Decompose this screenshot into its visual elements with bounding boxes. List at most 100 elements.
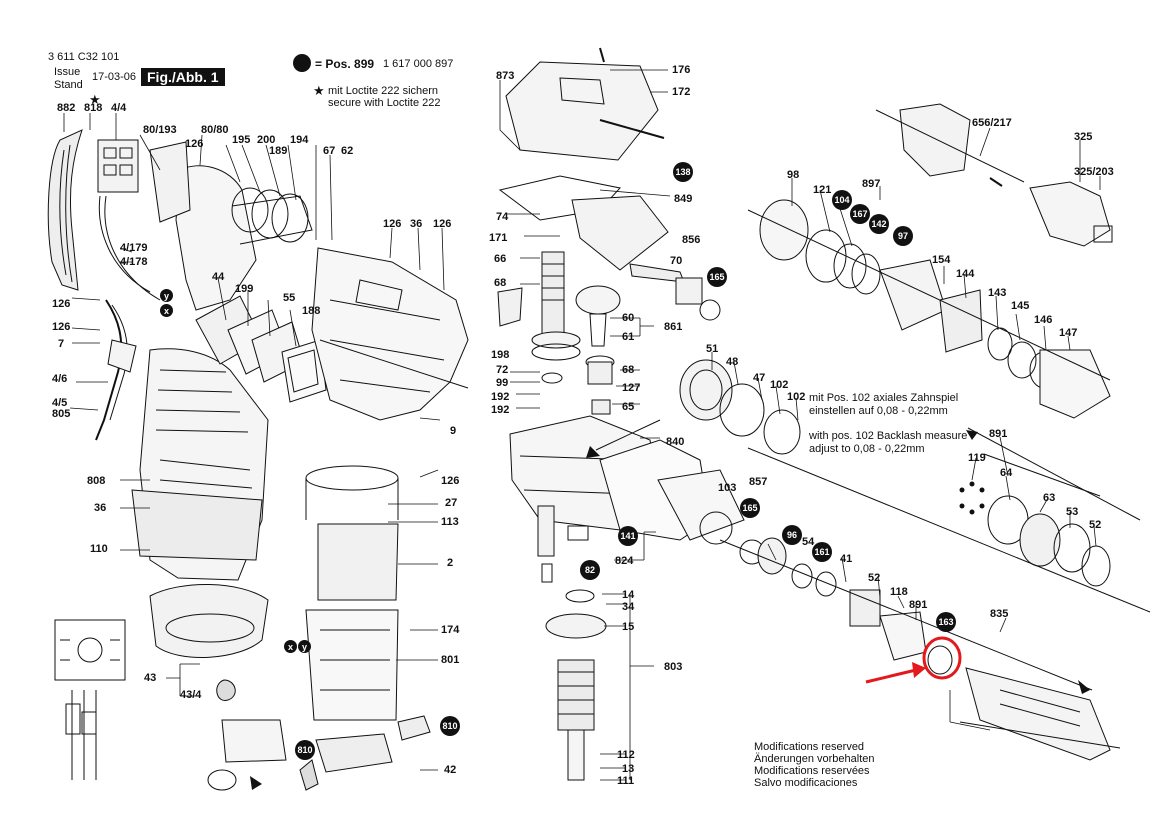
part-label: 27 (445, 497, 458, 509)
part-label: 189 (269, 145, 288, 157)
gear-cover-left (149, 141, 257, 311)
modifications-line: Änderungen vorbehalten (754, 753, 875, 765)
part-badge: 167 (850, 204, 870, 224)
part-badge: 165 (740, 498, 760, 518)
part-label: 154 (932, 254, 951, 266)
part-label: 147 (1059, 327, 1078, 339)
part-label: 857 (749, 476, 768, 488)
part-label: 835 (990, 608, 1009, 620)
wiring-diagram (54, 619, 126, 780)
pos-number: 1 617 000 897 (383, 58, 454, 70)
part-label: 126 (52, 321, 71, 333)
leader-lines (63, 69, 1101, 781)
part-label: 41 (840, 553, 853, 565)
part-label: 840 (666, 436, 685, 448)
pos-marker-icon (293, 54, 311, 72)
part-badge: 810 (295, 740, 315, 760)
part-label: 64 (1000, 467, 1013, 479)
part-badge: 97 (893, 226, 913, 246)
part-label: 897 (862, 178, 881, 190)
part-label: 119 (968, 452, 986, 464)
part-label: 4/5 (52, 397, 68, 409)
part-badge: 142 (869, 214, 889, 234)
part-label: 198 (491, 349, 510, 361)
part-label: 126 (441, 475, 460, 487)
part-label: 118 (890, 586, 908, 598)
bellows (231, 187, 313, 245)
part-label: 72 (496, 364, 509, 376)
part-label: 15 (622, 621, 635, 633)
part-badge: 96 (782, 525, 802, 545)
seal-set (195, 295, 327, 403)
part-label: 42 (444, 764, 457, 776)
part-label: 112 (617, 749, 635, 761)
part-label: 192 (491, 404, 510, 416)
part-badge: 141 (618, 526, 638, 546)
part-label: 60 (622, 312, 635, 324)
intermediate-shaft (531, 251, 621, 361)
part-label: 110 (90, 543, 108, 555)
part-label: 98 (787, 169, 800, 181)
part-label: 143 (988, 287, 1007, 299)
pos-label: = Pos. 899 (315, 57, 375, 71)
modifications-line: Salvo modificaciones (754, 777, 858, 789)
handle-shell (47, 129, 83, 291)
part-label: 80/80 (201, 124, 229, 136)
part-label: 121 (813, 184, 832, 196)
part-badge: 138 (673, 162, 693, 182)
gear-housing (311, 247, 469, 421)
part-label: 126 (185, 138, 204, 150)
wobble-plate (498, 175, 669, 271)
part-label: 199 (235, 283, 254, 295)
part-label: 145 (1011, 300, 1030, 312)
part-label: 61 (622, 331, 635, 343)
part-label: 14 (622, 589, 635, 601)
part-badge: 82 (580, 560, 600, 580)
part-label: 144 (956, 268, 975, 280)
part-label: 36 (94, 502, 107, 514)
part-label: 62 (341, 145, 354, 157)
part-label: 194 (290, 134, 309, 146)
part-label: 51 (706, 343, 719, 355)
fan-base (149, 584, 287, 791)
part-label: 873 (496, 70, 515, 82)
part-label: 111 (617, 775, 635, 787)
part-label: 36 (410, 218, 423, 230)
part-label: 801 (441, 654, 460, 666)
hammer-tube (965, 667, 1111, 761)
part-label: 113 (441, 516, 459, 528)
modifications-line: Modifications reservées (754, 765, 870, 777)
part-label: 67 (323, 145, 336, 157)
backlash-note-en-1: with pos. 102 Backlash measure (809, 430, 968, 442)
crank-parts (497, 287, 589, 583)
marker-x: x (160, 304, 173, 317)
part-label: 43 (144, 672, 157, 684)
part-label: 65 (622, 401, 635, 413)
part-label: 52 (1089, 519, 1102, 531)
tool-holder-parts (959, 481, 1111, 587)
part-label: 54 (802, 536, 815, 548)
part-label: 195 (232, 134, 251, 146)
armature (545, 589, 607, 781)
part-label: 891 (909, 599, 928, 611)
part-label: 171 (489, 232, 508, 244)
part-label: 325/203 (1074, 166, 1114, 178)
brush-plate (299, 715, 431, 791)
part-label: 808 (87, 475, 106, 487)
part-label: 34 (622, 601, 635, 613)
part-label: 824 (615, 555, 634, 567)
part-badge: 165 (707, 267, 727, 287)
part-label: 126 (433, 218, 452, 230)
doc-number: 3 611 C32 101 (48, 51, 120, 63)
part-label: 7 (58, 338, 65, 350)
part-label: 126 (52, 298, 71, 310)
loctite-note-en: secure with Loctite 222 (328, 97, 441, 109)
part-label: 176 (672, 64, 691, 76)
backlash-note-de-2: einstellen auf 0,08 - 0,22mm (809, 405, 948, 417)
part-badge: 163 (936, 612, 956, 632)
part-label: 4/178 (120, 256, 148, 268)
arrowheads (250, 430, 1090, 790)
part-label: 80/193 (143, 124, 177, 136)
